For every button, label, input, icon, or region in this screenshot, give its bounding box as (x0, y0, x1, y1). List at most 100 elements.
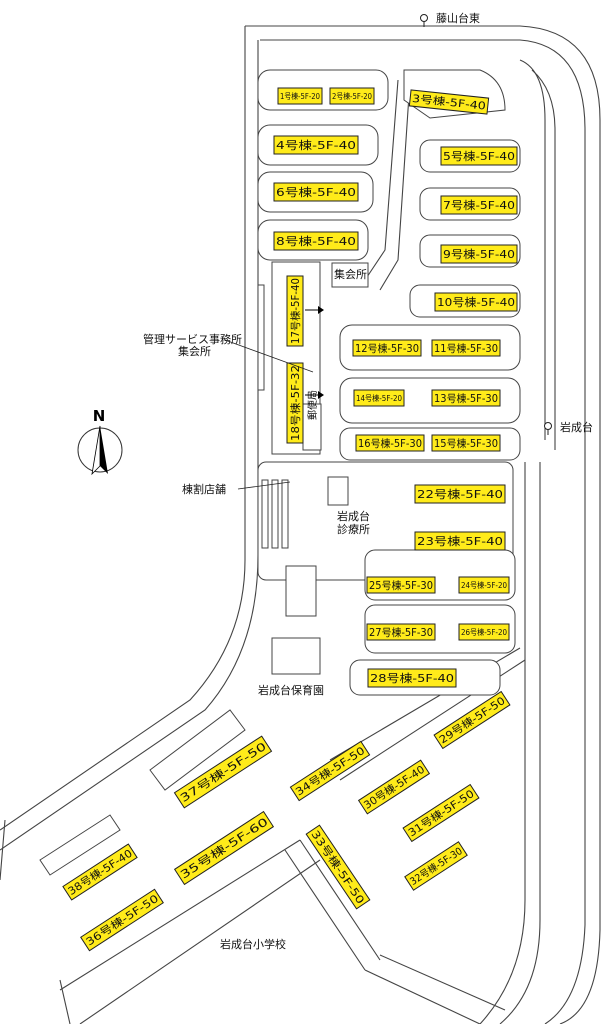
building-block (404, 841, 468, 891)
office-leader-line (224, 339, 314, 373)
building-block (277, 87, 323, 105)
building-block (431, 339, 501, 357)
building-block (305, 824, 371, 910)
building-b31[interactable]: 31号棟-5F-50 (402, 783, 480, 843)
building-label: 23号棟-5F-40 (417, 534, 503, 548)
building-b15[interactable]: 15号棟-5F-30 (431, 434, 501, 452)
building-b30[interactable]: 30号棟-5F-40 (357, 759, 431, 815)
building-block (329, 87, 375, 105)
building-block (434, 292, 518, 312)
building-b23[interactable]: 23号棟-5F-40 (414, 531, 506, 551)
building-label: 13号棟-5F-30 (434, 392, 498, 405)
building-block (402, 783, 480, 843)
building-block (289, 740, 371, 802)
building-block (431, 434, 501, 452)
building-label: 10号棟-5F-40 (437, 295, 515, 309)
building-label: 4号棟-5F-40 (276, 138, 356, 152)
building-label: 6号棟-5F-40 (276, 185, 356, 199)
building-block (458, 576, 510, 594)
pin-icon (420, 14, 428, 27)
building-b9[interactable]: 9号棟-5F-40 (440, 244, 518, 264)
label-office: 管理サービス事務所 (143, 332, 242, 346)
building-b13[interactable]: 13号棟-5F-30 (431, 389, 501, 407)
building-label: 26号棟-5F-20 (461, 627, 507, 637)
label-office-hall: 集会所 (178, 344, 211, 358)
building-label: 30号棟-5F-40 (361, 763, 427, 812)
building-b4[interactable]: 4号棟-5F-40 (273, 135, 359, 155)
label-clinic-2: 診療所 (337, 522, 370, 536)
arrow-icon (305, 391, 324, 399)
building-label: 5号棟-5F-40 (443, 149, 515, 163)
building-b35[interactable]: 35号棟-5F-60 (173, 810, 275, 886)
building-block (80, 888, 164, 952)
store-strips (257, 284, 289, 549)
label-hall: 集会所 (334, 267, 367, 281)
building-block (353, 389, 405, 407)
building-label: 16号棟-5F-30 (358, 437, 422, 450)
building-label: 25号棟-5F-30 (369, 579, 433, 592)
building-block (366, 623, 436, 641)
building-block (273, 231, 359, 251)
building-block (440, 146, 518, 166)
building-block (173, 810, 275, 886)
building-label: 1号棟-5F-20 (280, 91, 320, 101)
building-b12[interactable]: 12号棟-5F-30 (352, 339, 422, 357)
building-b24[interactable]: 24号棟-5F-20 (458, 576, 510, 594)
building-block (355, 434, 425, 452)
building-b6[interactable]: 6号棟-5F-40 (273, 182, 359, 202)
building-block (458, 623, 510, 641)
building-label: 2号棟-5F-20 (332, 91, 372, 101)
building-b1[interactable]: 1号棟-5F-20 (277, 87, 323, 105)
building-b32[interactable]: 32号棟-5F-30 (404, 841, 468, 891)
building-b2[interactable]: 2号棟-5F-20 (329, 87, 375, 105)
building-label: 7号棟-5F-40 (443, 198, 515, 212)
building-b10[interactable]: 10号棟-5F-40 (434, 292, 518, 312)
building-label: 32号棟-5F-30 (407, 844, 464, 888)
building-block (273, 182, 359, 202)
building-block (62, 843, 138, 901)
building-b17[interactable]: 17号棟-5F-40 (286, 275, 304, 347)
label-stores: 棟割店舗 (182, 482, 226, 496)
building-label: 18号棟-5F-32 (289, 365, 302, 441)
building-b26[interactable]: 26号棟-5F-20 (458, 623, 510, 641)
building-b27[interactable]: 27号棟-5F-30 (366, 623, 436, 641)
building-block (414, 531, 506, 551)
building-label: 11号棟-5F-30 (434, 342, 498, 355)
label-nursery: 岩成台保育園 (258, 683, 324, 697)
compass-n-label: N (93, 407, 106, 425)
building-block (273, 135, 359, 155)
building-b25[interactable]: 25号棟-5F-30 (366, 576, 436, 594)
label-fujiyamadai-east: 藤山台東 (436, 11, 480, 25)
building-b29[interactable]: 29号棟-5F-50 (433, 690, 511, 750)
building-b22[interactable]: 22号棟-5F-40 (414, 484, 506, 504)
building-b18[interactable]: 18号棟-5F-32 (286, 362, 304, 444)
pin-icon (544, 422, 552, 435)
building-b14[interactable]: 14号棟-5F-20 (353, 389, 405, 407)
building-b34[interactable]: 34号棟-5F-50 (289, 740, 371, 802)
building-b5[interactable]: 5号棟-5F-40 (440, 146, 518, 166)
building-b8[interactable]: 8号棟-5F-40 (273, 231, 359, 251)
road-network (0, 25, 601, 1024)
building-b11[interactable]: 11号棟-5F-30 (431, 339, 501, 357)
building-b3[interactable]: 3号棟-5F-40 (408, 89, 490, 115)
building-block (433, 690, 511, 750)
building-b36[interactable]: 36号棟-5F-50 (80, 888, 164, 952)
building-b7[interactable]: 7号棟-5F-40 (440, 195, 518, 215)
label-post-office: 郵便局 (306, 390, 319, 420)
building-b16[interactable]: 16号棟-5F-30 (355, 434, 425, 452)
building-label: 8号棟-5F-40 (276, 234, 356, 248)
label-iwanaridai: 岩成台 (560, 420, 593, 434)
building-block (440, 195, 518, 215)
building-label: 9号棟-5F-40 (443, 247, 515, 261)
building-block (286, 275, 304, 347)
building-label: 27号棟-5F-30 (369, 626, 433, 639)
building-label: 22号棟-5F-40 (417, 487, 503, 501)
building-block (366, 576, 436, 594)
building-label: 33号棟-5F-50 (308, 828, 367, 907)
building-label: 24号棟-5F-20 (461, 580, 507, 590)
building-block (352, 339, 422, 357)
building-label: 12号棟-5F-30 (355, 342, 419, 355)
building-block (408, 89, 490, 115)
building-b28[interactable]: 28号棟-5F-40 (367, 668, 457, 688)
